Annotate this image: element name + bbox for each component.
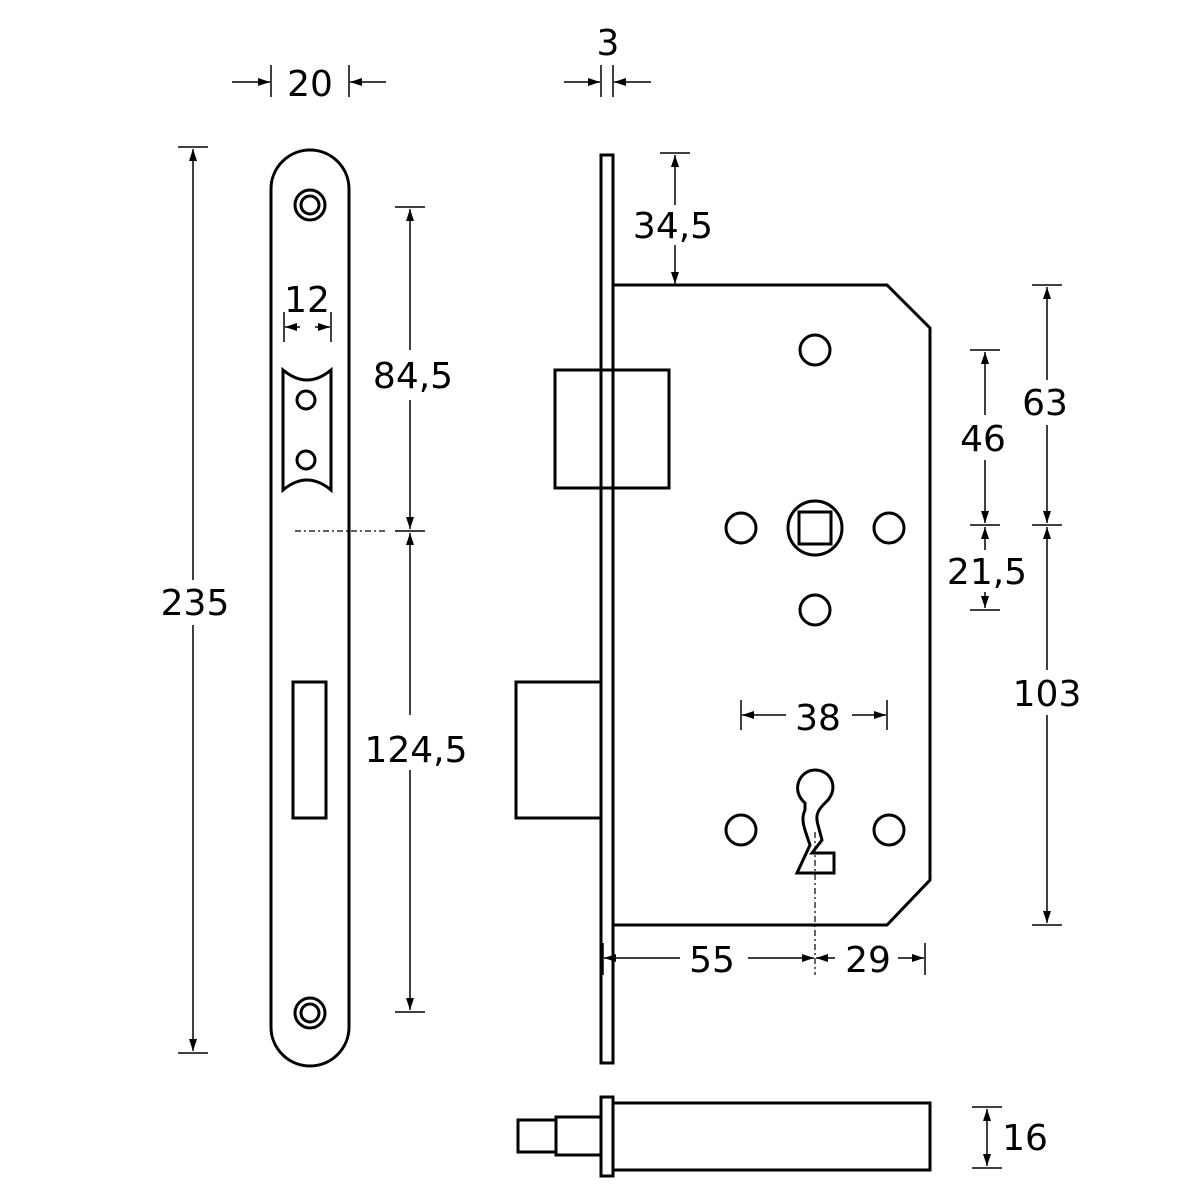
label-38: 38 — [795, 698, 841, 739]
screw-hole-top — [293, 188, 327, 222]
label-84-5: 84,5 — [373, 356, 453, 397]
label-20: 20 — [287, 64, 333, 105]
latch-opening — [281, 366, 333, 494]
bolt-bottom-view — [516, 1095, 932, 1178]
dead-bolt — [514, 680, 603, 820]
dim-103: 103 — [1013, 527, 1082, 926]
dim-34-5: 34,5 — [633, 152, 713, 284]
dim-235: 235 — [155, 146, 235, 1054]
keyhole — [794, 768, 836, 875]
dim-3: 3 — [564, 23, 651, 97]
dim-16: 16 — [972, 1106, 1048, 1169]
dim-20: 20 — [232, 64, 386, 105]
spindle-follower — [786, 499, 844, 557]
dim-12: 12 — [283, 280, 332, 342]
bolt-opening — [291, 680, 328, 820]
label-34-5: 34,5 — [633, 206, 713, 247]
screw-hole-bottom — [293, 996, 327, 1030]
lock-case-side-view — [514, 153, 932, 1065]
dim-21-5: 21,5 — [947, 527, 1027, 611]
dim-63: 63 — [1022, 284, 1068, 526]
label-21-5: 21,5 — [947, 552, 1027, 593]
faceplate-front-view — [269, 148, 385, 1068]
dim-46: 46 — [960, 349, 1006, 526]
faceplate-side — [599, 153, 615, 1065]
dim-38: 38 — [740, 698, 888, 739]
label-46: 46 — [960, 419, 1006, 460]
label-103: 103 — [1013, 674, 1082, 715]
label-124-5: 124,5 — [364, 730, 467, 771]
dim-55-29: 55 29 — [602, 940, 926, 981]
label-12: 12 — [284, 280, 330, 321]
dim-124-5: 124,5 — [364, 533, 468, 1013]
lock-case — [611, 283, 932, 927]
label-3: 3 — [597, 23, 620, 64]
label-63: 63 — [1022, 383, 1068, 424]
dim-84-5: 84,5 — [373, 206, 453, 532]
label-235: 235 — [161, 583, 230, 624]
label-29: 29 — [845, 940, 891, 981]
label-55: 55 — [689, 940, 735, 981]
label-16: 16 — [1002, 1118, 1048, 1159]
